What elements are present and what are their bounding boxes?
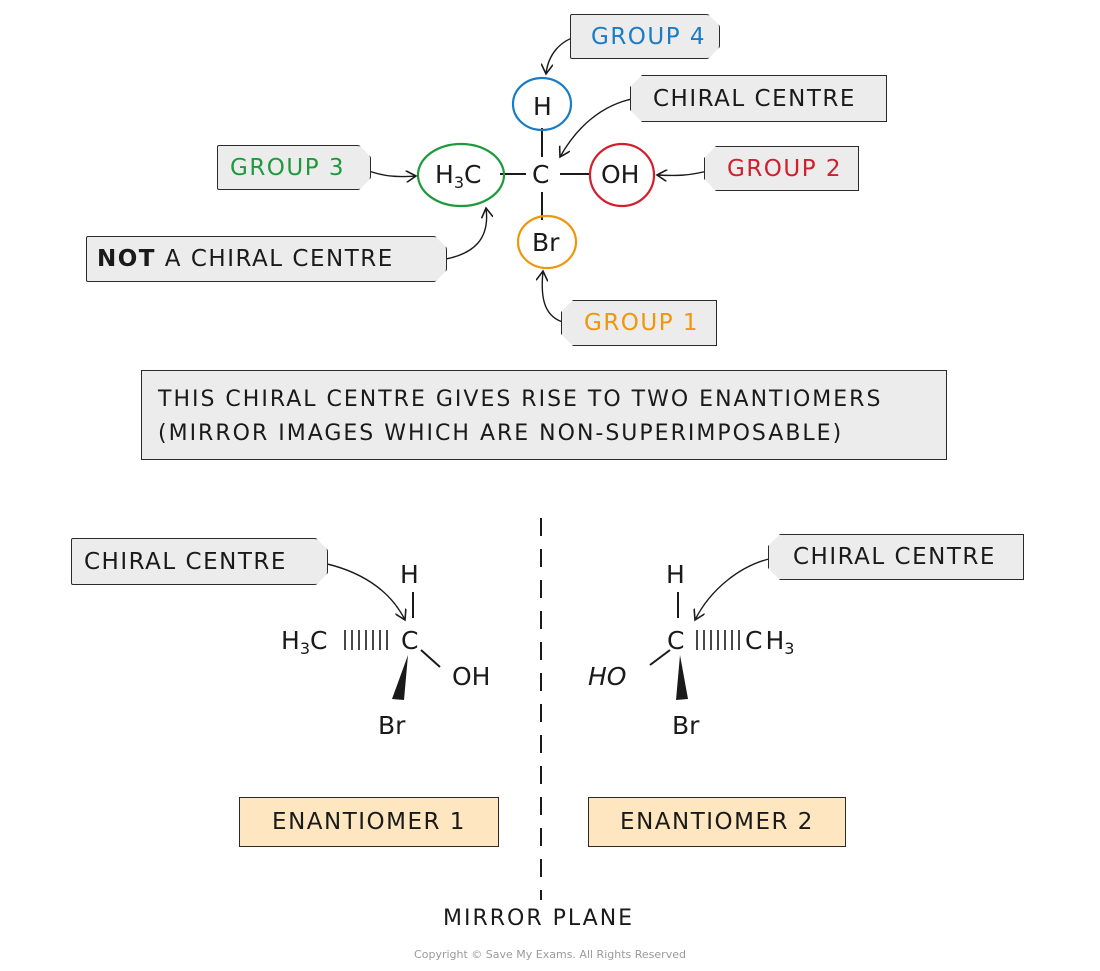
atom-ch3-left: H3C [435,162,481,191]
e2-arrow-chiral-centre [695,557,774,620]
label-group4-text: GROUP 4 [591,23,707,50]
e2-wedge-bond [676,655,688,700]
atom-ch3-sub: 3 [453,173,464,192]
atom-ch3-tail: C [464,160,482,189]
e1-label-chiral-centre: CHIRAL CENTRE [71,538,328,585]
copyright-text: Copyright © Save My Exams. All Rights Re… [414,948,686,961]
arrow-group2 [657,170,712,175]
label-group1: GROUP 1 [561,300,717,346]
e1-ch3-main: H [281,626,300,655]
group2-circle [588,142,656,208]
e2-atom-br: Br [672,711,700,740]
e1-atom-c: C [401,626,419,655]
e1-hashed-bond [344,630,388,650]
atom-ch3-main: H [435,160,454,189]
e2-label-text: CHIRAL CENTRE [793,544,996,570]
e1-arrow-chiral-centre [317,561,405,620]
e2-ch3-main: C [745,626,763,655]
e1-wedge-bond [392,655,408,700]
info-line-1: THIS CHIRAL CENTRE GIVES RISE TO TWO ENA… [158,387,883,412]
enantiomer1-label: ENANTIOMER 1 [239,797,499,847]
e1-label-text: CHIRAL CENTRE [84,548,287,575]
e2-label-chiral-centre: CHIRAL CENTRE [768,534,1024,580]
atom-oh-right: OH [601,160,640,189]
e2-atom-h: H [666,560,685,589]
enantiomer2-label: ENANTIOMER 2 [588,797,846,847]
e1-atom-br: Br [378,711,406,740]
label-group2-text: GROUP 2 [727,155,843,182]
e2-ch3-sub: 3 [784,639,795,658]
e1-ch3-sub: 3 [299,639,310,658]
e1-ch3-tail: C [310,626,328,655]
arrow-chiral-centre-top [560,97,638,157]
label-group3: GROUP 3 [217,145,371,190]
info-line-2: (MIRROR IMAGES WHICH ARE NON-SUPERIMPOSA… [158,421,844,446]
atom-c-center: C [532,160,550,189]
label-group4: GROUP 4 [570,14,720,59]
e1-atom-h: H [400,560,419,589]
label-group1-text: GROUP 1 [584,310,700,336]
label-not-chiral-centre-text: NOT A CHIRAL CENTRE [97,246,394,272]
arrow-group1 [542,271,567,324]
label-chiral-centre-top-text: CHIRAL CENTRE [653,85,856,112]
label-not-chiral-centre: NOT A CHIRAL CENTRE [86,236,447,282]
e2-atom-ho: HO [588,662,627,691]
label-not-bold: NOT [97,246,156,272]
e2-atom-c: C [667,626,685,655]
enantiomer2-label-text: ENANTIOMER 2 [620,809,814,835]
e2-hashed-bond [696,630,740,650]
e1-atom-oh: OH [452,662,491,691]
e1-bond-c-oh [420,649,441,668]
info-box: THIS CHIRAL CENTRE GIVES RISE TO TWO ENA… [141,370,947,460]
group4-circle [511,76,573,132]
arrow-not-chiral [439,208,487,261]
label-group3-text: GROUP 3 [230,154,346,181]
group1-circle [516,214,578,270]
e2-ch3-tail: H [765,626,785,655]
mirror-plane-label: MIRROR PLANE [443,906,635,931]
e2-bond-c-oh [649,649,671,666]
enantiomer1-label-text: ENANTIOMER 1 [272,809,466,835]
label-chiral-centre-top: CHIRAL CENTRE [630,75,887,122]
label-not-rest: A CHIRAL CENTRE [156,246,394,272]
e1-atom-ch3: H3C [281,628,327,657]
atom-br-bottom: Br [532,228,560,257]
group3-circle [416,142,506,208]
label-group2: GROUP 2 [704,146,859,191]
atom-h-top: H [533,92,552,121]
